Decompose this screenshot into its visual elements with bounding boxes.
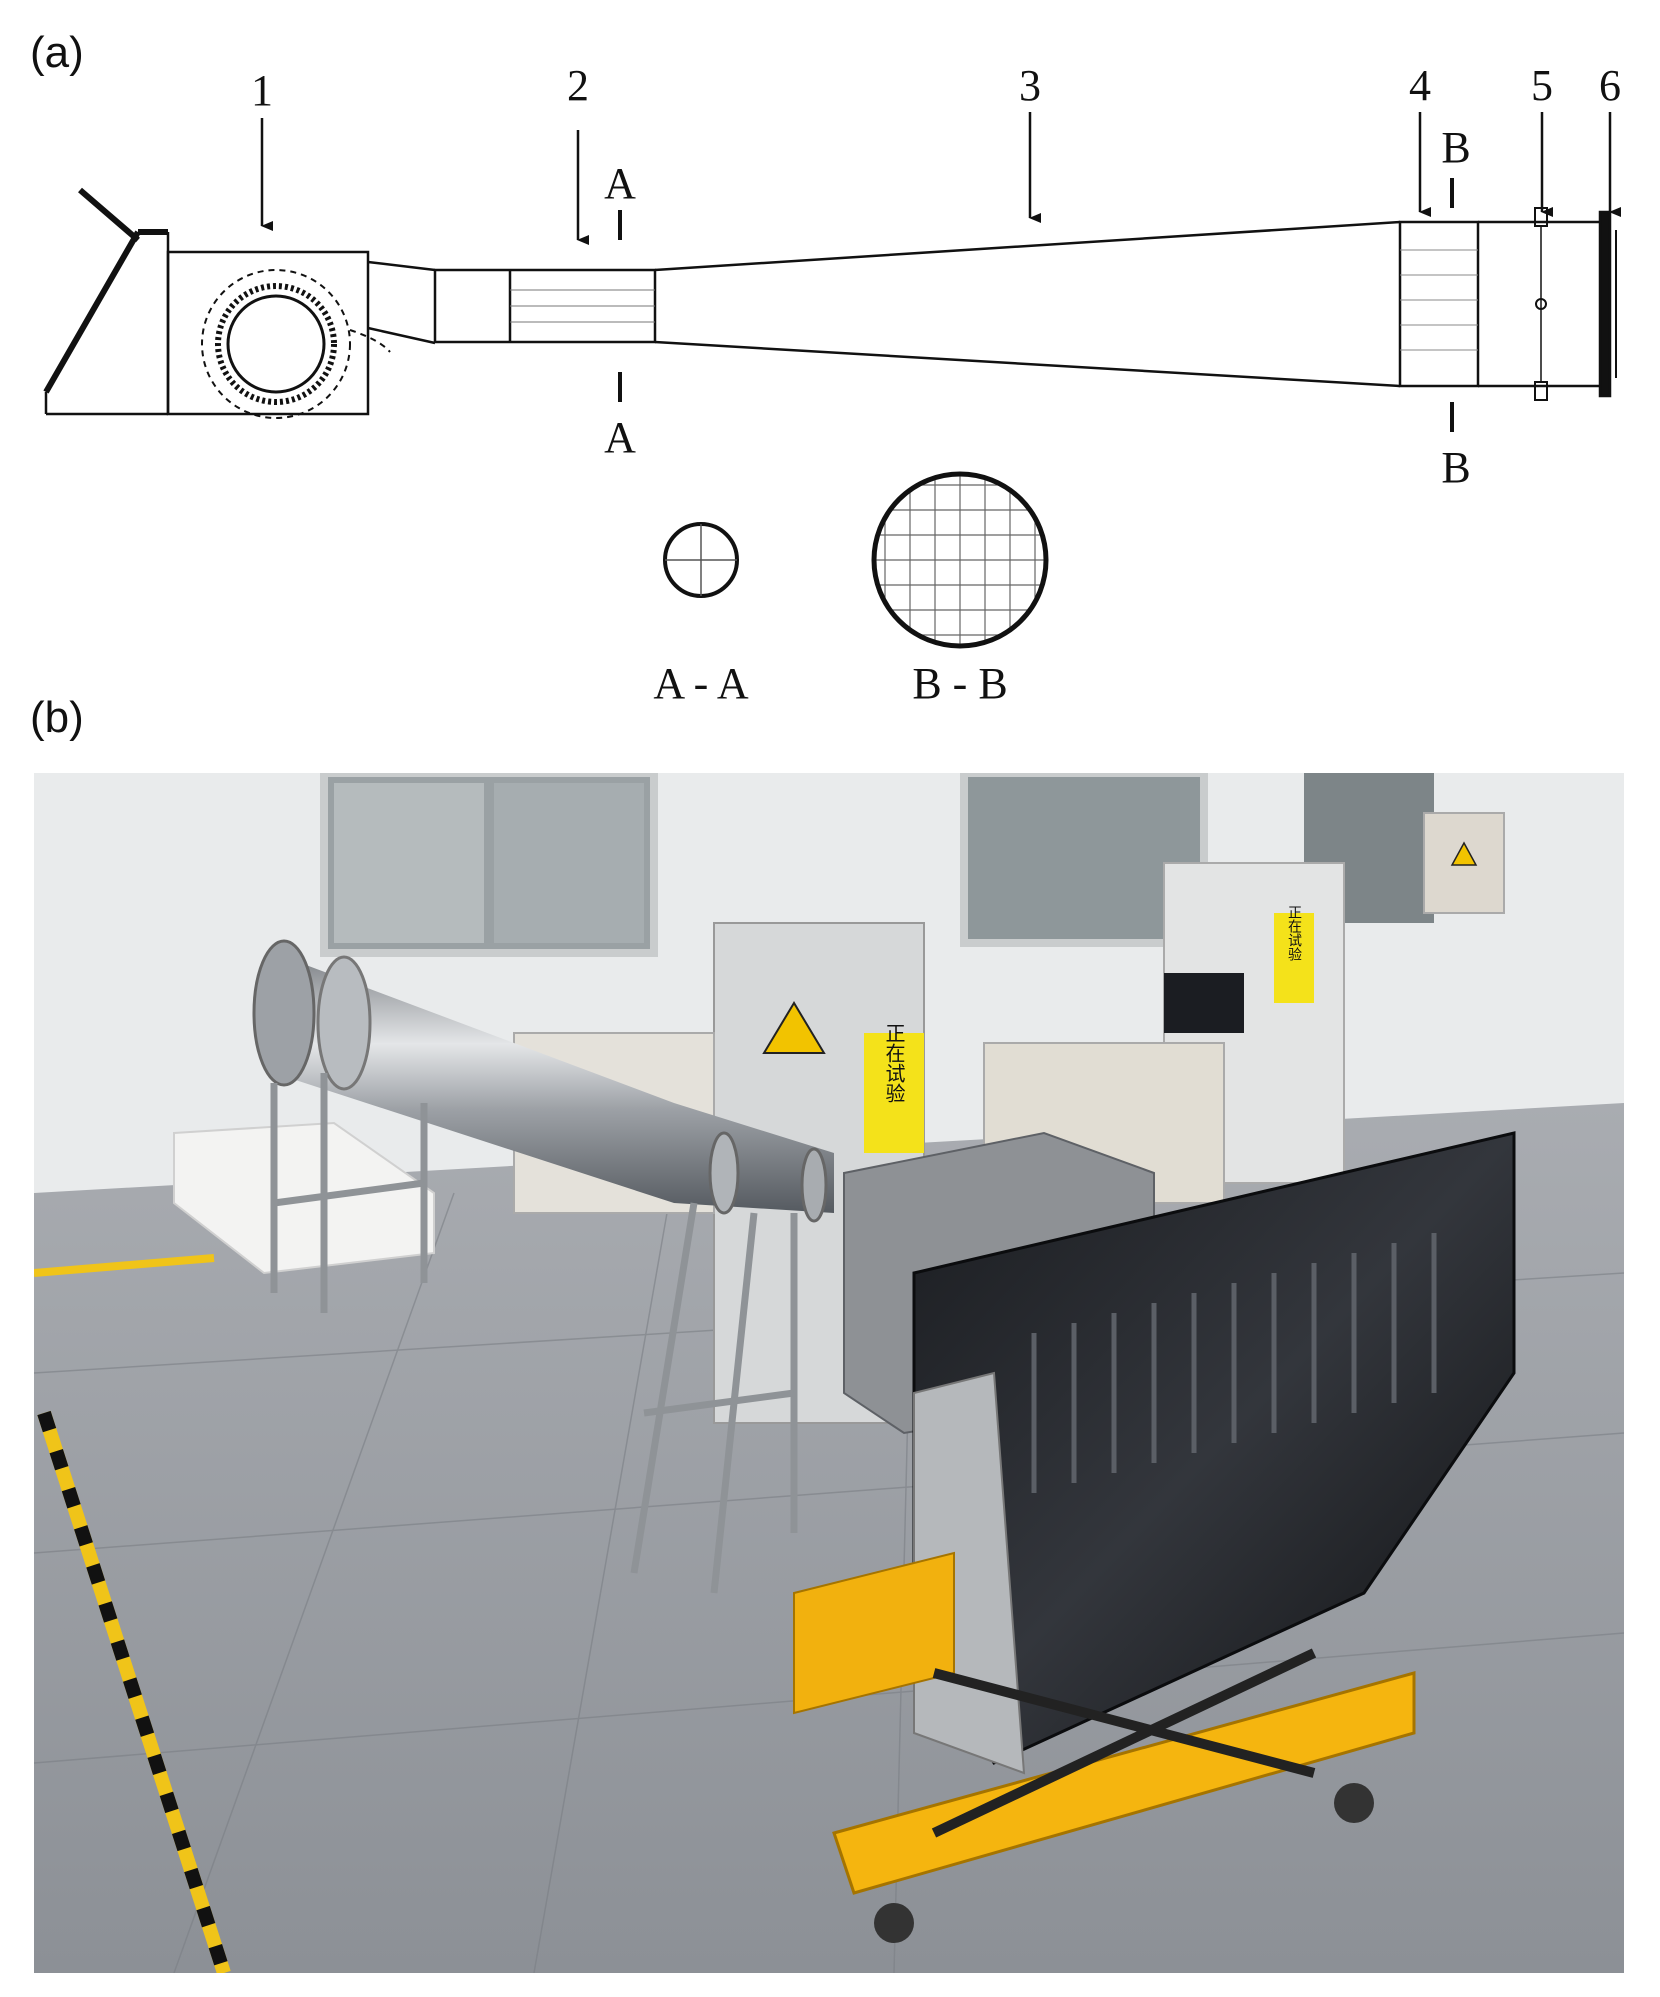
panel-label-b: (b) <box>30 693 84 742</box>
component-number-5: 5 <box>1531 61 1553 110</box>
warning-sign-2-text: 正在试验 <box>1286 905 1302 961</box>
section-b-bottom-label: B <box>1441 443 1470 492</box>
component-number-1: 1 <box>251 66 273 115</box>
warning-sign-2 <box>1274 913 1314 1003</box>
duct-flange-mid <box>708 1131 740 1215</box>
inlet-hood <box>43 187 170 416</box>
outlet-section <box>1478 207 1617 401</box>
steel-diffuser-duct <box>274 953 834 1213</box>
component-number-2: 2 <box>567 61 589 110</box>
straightener-duct <box>433 268 657 344</box>
cross-section-b <box>871 471 1049 649</box>
fan-box <box>166 250 391 419</box>
lift-table <box>793 1551 1416 1943</box>
panel-label-a: (a) <box>30 28 84 77</box>
transition-duct <box>367 260 436 345</box>
range-hood-vents <box>1031 1233 1437 1493</box>
test-rig-photo: 正在试验 正在试验 <box>34 773 1624 1973</box>
component-number-4: 4 <box>1409 61 1431 110</box>
section-a-bottom-label: A <box>604 413 636 462</box>
settling-chamber <box>1398 220 1480 388</box>
floor-safety-tape <box>34 1254 231 1973</box>
warning-sign-1-text: 正在试验 <box>882 1023 906 1103</box>
duct-stands <box>270 1073 798 1594</box>
test-rig-schematic: 1 2 3 4 5 6 <box>43 61 1621 708</box>
section-b-caption: B - B <box>912 659 1007 708</box>
section-b-top-label: B <box>1441 123 1470 172</box>
diffuser-cone <box>654 220 1401 388</box>
monitor <box>1164 973 1244 1033</box>
section-a-top-label: A <box>604 159 636 208</box>
component-number-3: 3 <box>1019 61 1041 110</box>
section-a-caption: A - A <box>653 659 749 708</box>
warning-sign-1 <box>864 1033 924 1153</box>
duct-inlet-flange <box>252 939 316 1087</box>
component-number-6: 6 <box>1599 61 1621 110</box>
cross-section-a <box>663 522 739 598</box>
